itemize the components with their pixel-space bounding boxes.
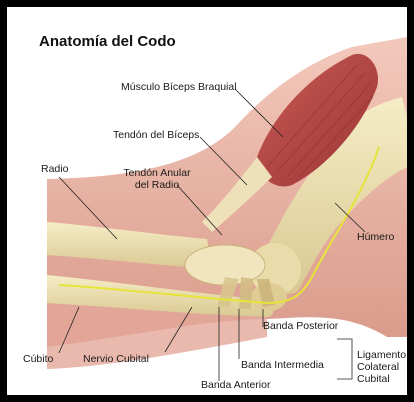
elbow-illustration bbox=[7, 7, 407, 395]
label-posterior-band: Banda Posterior bbox=[263, 320, 338, 332]
label-annular-tendon: Tendón Anular del Radio bbox=[119, 167, 195, 191]
label-radius: Radio bbox=[41, 163, 68, 175]
diagram-title: Anatomía del Codo bbox=[39, 33, 176, 50]
label-annular-tendon-line2: del Radio bbox=[119, 179, 195, 191]
label-annular-tendon-line1: Tendón Anular bbox=[119, 167, 195, 179]
diagram-canvas: Anatomía del Codo Músculo Bíceps Braquia… bbox=[7, 7, 407, 395]
label-humerus: Húmero bbox=[357, 231, 394, 243]
label-biceps-tendon: Tendón del Bíceps bbox=[113, 129, 199, 141]
ucl-intermediate-band bbox=[239, 277, 253, 309]
label-ligament-line1: Ligamento bbox=[357, 349, 406, 361]
label-biceps-muscle: Músculo Bíceps Braquial bbox=[121, 81, 237, 93]
label-ligament-line2: Colateral bbox=[357, 361, 406, 373]
label-ulnar-collateral-ligament: Ligamento Colateral Cubital bbox=[357, 349, 406, 385]
label-ulnar-nerve: Nervio Cubital bbox=[83, 353, 149, 365]
label-anterior-band: Banda Anterior bbox=[201, 379, 270, 391]
label-ligament-line3: Cubital bbox=[357, 373, 406, 385]
label-intermediate-band: Banda Intermedia bbox=[241, 359, 324, 371]
label-ulna: Cúbito bbox=[23, 353, 53, 365]
